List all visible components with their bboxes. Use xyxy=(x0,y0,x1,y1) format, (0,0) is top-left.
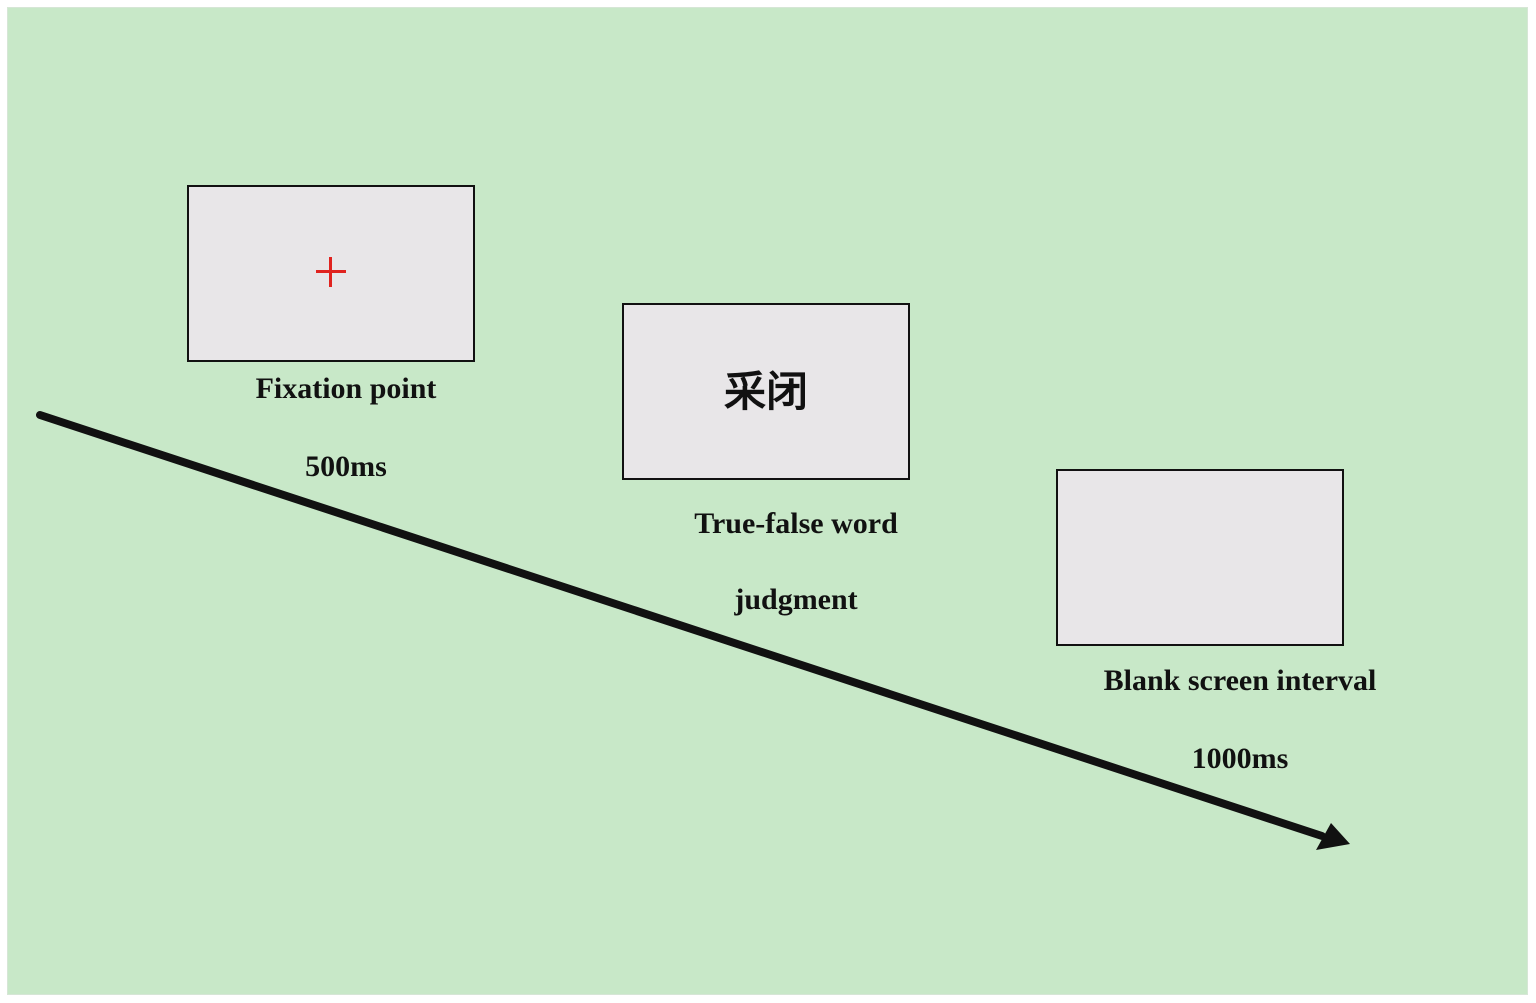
blank-screen xyxy=(1056,469,1344,646)
fixation-duration: 500ms xyxy=(305,450,387,483)
plus-cross-icon xyxy=(316,257,346,287)
timeline-line xyxy=(36,411,1326,840)
judgment-label-line2: judgment xyxy=(734,583,858,616)
judgment-label-line1: True-false word xyxy=(694,507,898,540)
timeline-arrowhead xyxy=(1316,823,1350,850)
blank-interval-label: Blank screen interval xyxy=(1103,664,1377,697)
word-judgment-screen xyxy=(622,303,910,480)
fixation-label: Fixation point xyxy=(255,372,437,405)
stimulus-word: 采闭 xyxy=(723,367,808,416)
blank-interval-duration: 1000ms xyxy=(1191,742,1289,775)
